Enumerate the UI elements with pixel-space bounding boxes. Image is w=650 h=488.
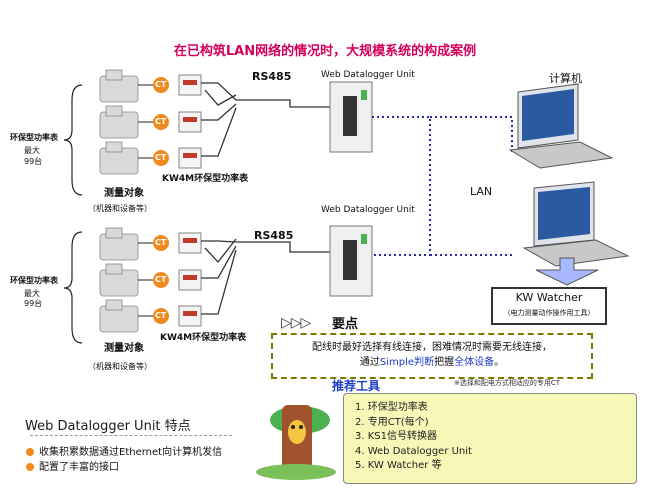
group2-target-label: 测量对象: [104, 343, 144, 354]
group2-kw4m-label: KW4M环保型功率表: [160, 333, 247, 343]
key-point-line1: 配线时最好选择有线连接，困难情况时需要无线连接，: [312, 342, 552, 353]
computer-label: 计算机: [549, 72, 582, 85]
ct-label: CT: [155, 238, 167, 247]
ct-label: CT: [155, 311, 167, 320]
group1-max-label: 最大: [24, 146, 40, 155]
ct-label: CT: [155, 275, 167, 284]
group2-count: 99台: [24, 299, 43, 308]
tool-item: 4. Web Datalogger Unit: [355, 445, 472, 457]
power-meter-displays: [183, 80, 197, 316]
key-point-box: 配线时最好选择有线连接，困难情况时需要无线连接， 通过Simple判断把握全体设…: [271, 333, 593, 379]
group1-logger-label: Web Datalogger Unit: [321, 70, 415, 80]
key-point-arrows: ▷▷▷: [281, 315, 311, 331]
ct-badges: [153, 77, 169, 324]
group2-brace: [63, 231, 83, 344]
feature-item: 收集积累数据通过Ethernet向计算机发信: [26, 443, 222, 458]
lan-lines: [372, 116, 513, 256]
logger-unit-2: [329, 225, 373, 297]
tool-item: 2. 专用CT(每个): [355, 416, 429, 428]
laptop-1: [508, 83, 614, 169]
ct-label: CT: [155, 153, 167, 162]
rs485-wiring-2: [201, 238, 330, 315]
group2-max-label: 最大: [24, 289, 40, 298]
group2-meter-label: 环保型功率表: [10, 276, 58, 285]
lan-label: LAN: [470, 185, 493, 198]
group2-machines: [99, 227, 139, 333]
page-title: 在已构筑LAN网络的情况时，大规模系统的构成案例: [173, 44, 477, 59]
group1-rs485-label: RS485: [252, 70, 292, 83]
kw-watcher-box: KW Watcher （电力测量动作操作用工具）: [491, 287, 607, 325]
group1-machines: [99, 69, 139, 175]
laptop-2: [522, 181, 630, 267]
group1-kw4m-label: KW4M环保型功率表: [162, 174, 249, 184]
group1-target-label: 测量对象: [104, 188, 144, 199]
key-point-title: 要点: [332, 317, 359, 332]
features-title: Web Datalogger Unit 特点: [25, 419, 191, 434]
group2-rs485-label: RS485: [254, 229, 294, 242]
power-meters: [178, 74, 202, 327]
tool-item: 5. KW Watcher 等: [355, 460, 442, 471]
kw-watcher-arrow: [535, 257, 599, 286]
key-point-line2: 通过Simple判断把握全体设备。: [359, 357, 505, 368]
recommended-note: ※选择和配电方式相适应的专用CT: [454, 379, 561, 387]
ct-label: CT: [155, 117, 167, 126]
ct-label: CT: [155, 80, 167, 89]
tree-mascot-icon: [256, 405, 336, 480]
group1-brace: [63, 84, 83, 196]
feature-item: 配置了丰富的接口: [26, 458, 119, 473]
recommended-title: 推荐工具: [332, 379, 381, 393]
group2-target-sub: （机器和设备等）: [88, 362, 152, 371]
tool-item: 1. 环保型功率表: [355, 402, 428, 413]
kw-watcher-name: KW Watcher: [515, 291, 583, 304]
group1-target-sub: （机器和设备等）: [88, 204, 152, 213]
bullet-icon: [26, 448, 34, 456]
rs485-wiring-1: [201, 82, 330, 157]
group1-meter-label: 环保型功率表: [10, 133, 58, 142]
group2-logger-label: Web Datalogger Unit: [321, 205, 415, 215]
bullet-icon: [26, 463, 34, 471]
logger-unit-1: [329, 81, 373, 153]
recommended-tools-box: 1. 环保型功率表 2. 专用CT(每个) 3. KS1信号转换器 4. Web…: [343, 393, 637, 484]
tool-item: 3. KS1信号转换器: [355, 431, 437, 442]
group1-count: 99台: [24, 157, 43, 166]
kw-watcher-sub: （电力测量动作操作用工具）: [503, 309, 595, 317]
ct-leads: [138, 84, 153, 317]
features-divider: [30, 435, 232, 436]
